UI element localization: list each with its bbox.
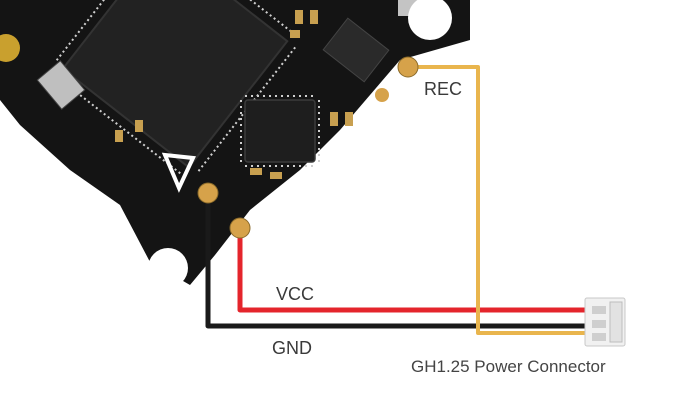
vcc-pad [229,217,251,239]
secondary-chip [240,95,320,167]
solder-pads [197,56,419,239]
arrow-marking [161,152,196,193]
rec-label: REC [424,79,463,99]
board-pad [0,34,20,62]
gnd-label: GND [272,338,312,358]
vcc-wire [237,228,592,313]
wires [205,65,592,335]
gnd-pad [197,182,219,204]
board-pad [375,88,389,102]
small-chips [36,17,390,110]
connector-label: GH1.25 Power Connector [411,357,606,376]
silkscreen-box [398,0,424,16]
gnd-wire [205,195,592,329]
gh125-connector [584,297,626,347]
vcc-label: VCC [276,284,315,304]
rec-wire [408,65,592,335]
rec-pad [397,56,419,78]
mount-hole [148,248,188,288]
smd-components [115,10,353,179]
